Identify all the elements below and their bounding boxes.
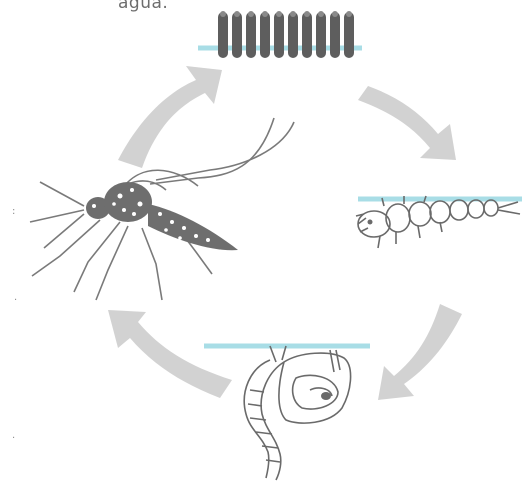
eggs-icon xyxy=(198,11,362,58)
adult-mosquito-icon xyxy=(30,118,294,300)
larva-icon xyxy=(356,196,522,248)
arrow-adult-to-eggs xyxy=(118,66,222,168)
arrow-eggs-to-larva xyxy=(358,86,456,160)
arrow-larva-to-pupa xyxy=(378,304,462,400)
arrow-pupa-to-adult xyxy=(108,310,232,398)
pupa-icon xyxy=(204,346,370,480)
